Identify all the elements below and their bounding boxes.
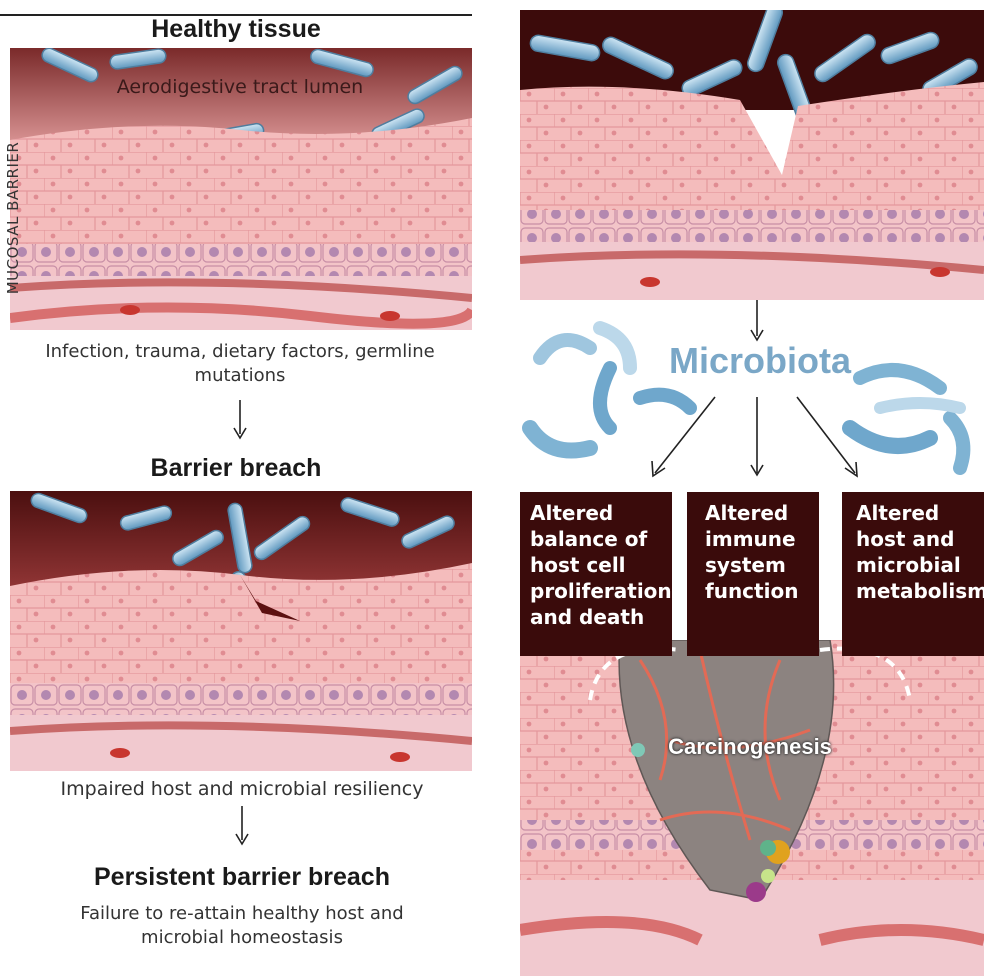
aerodigestive-lumen-label: Aerodigestive tract lumen (80, 76, 400, 98)
fan-arrows (640, 395, 900, 485)
persistent-breach-title: Persistent barrier breach (0, 863, 484, 892)
persistent-caption: Failure to re-attain healthy host and mi… (50, 902, 434, 950)
carcinogenesis-panel (520, 640, 984, 976)
down-arrow-1 (230, 400, 250, 440)
barrier-breach-title: Barrier breach (0, 454, 472, 483)
altered-immune-box: Altered immune system function (687, 492, 819, 656)
barrier-breach-panel (10, 491, 472, 771)
causes-caption: Infection, trauma, dietary factors, germ… (40, 340, 440, 388)
resiliency-caption: Impaired host and microbial resiliency (0, 778, 484, 800)
severe-breach-panel (520, 10, 984, 300)
altered-balance-box: Altered balance of host cell proliferati… (520, 492, 672, 656)
microbiota-title: Microbiota (650, 340, 870, 382)
healthy-tissue-title: Healthy tissue (0, 15, 472, 44)
mucosal-barrier-label: MUCOSAL BARRIER (1, 118, 25, 318)
carcinogenesis-label: Carcinogenesis (650, 734, 850, 760)
altered-metabolism-box: Altered host and microbial metabolism (842, 492, 984, 656)
down-arrow-2 (232, 806, 252, 846)
